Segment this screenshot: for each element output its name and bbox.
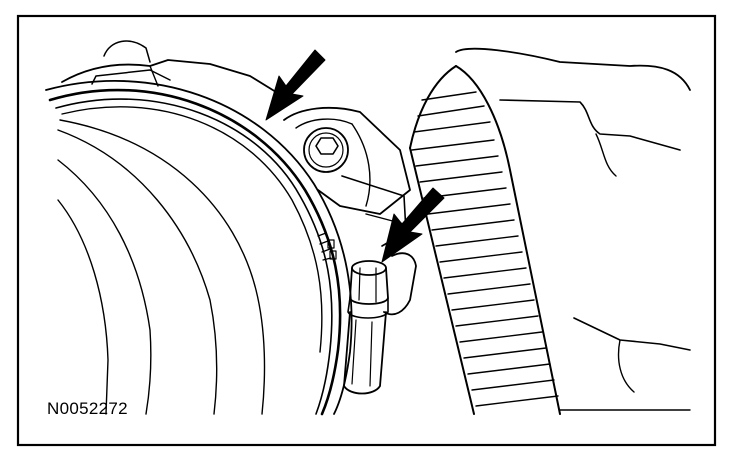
sensor-bolt bbox=[343, 252, 417, 395]
arrow-to-bolt-icon bbox=[381, 187, 445, 263]
figure-frame bbox=[16, 14, 717, 447]
crankshaft-damper bbox=[45, 79, 353, 416]
arrow-to-damper-edge-icon bbox=[265, 49, 326, 121]
engine-parts bbox=[45, 40, 691, 416]
callout-arrows bbox=[265, 49, 445, 263]
right-housing bbox=[455, 47, 691, 411]
figure-reference-id: N0052272 bbox=[47, 399, 128, 418]
drive-belt bbox=[409, 65, 561, 415]
hex-plug-icon bbox=[303, 127, 349, 173]
